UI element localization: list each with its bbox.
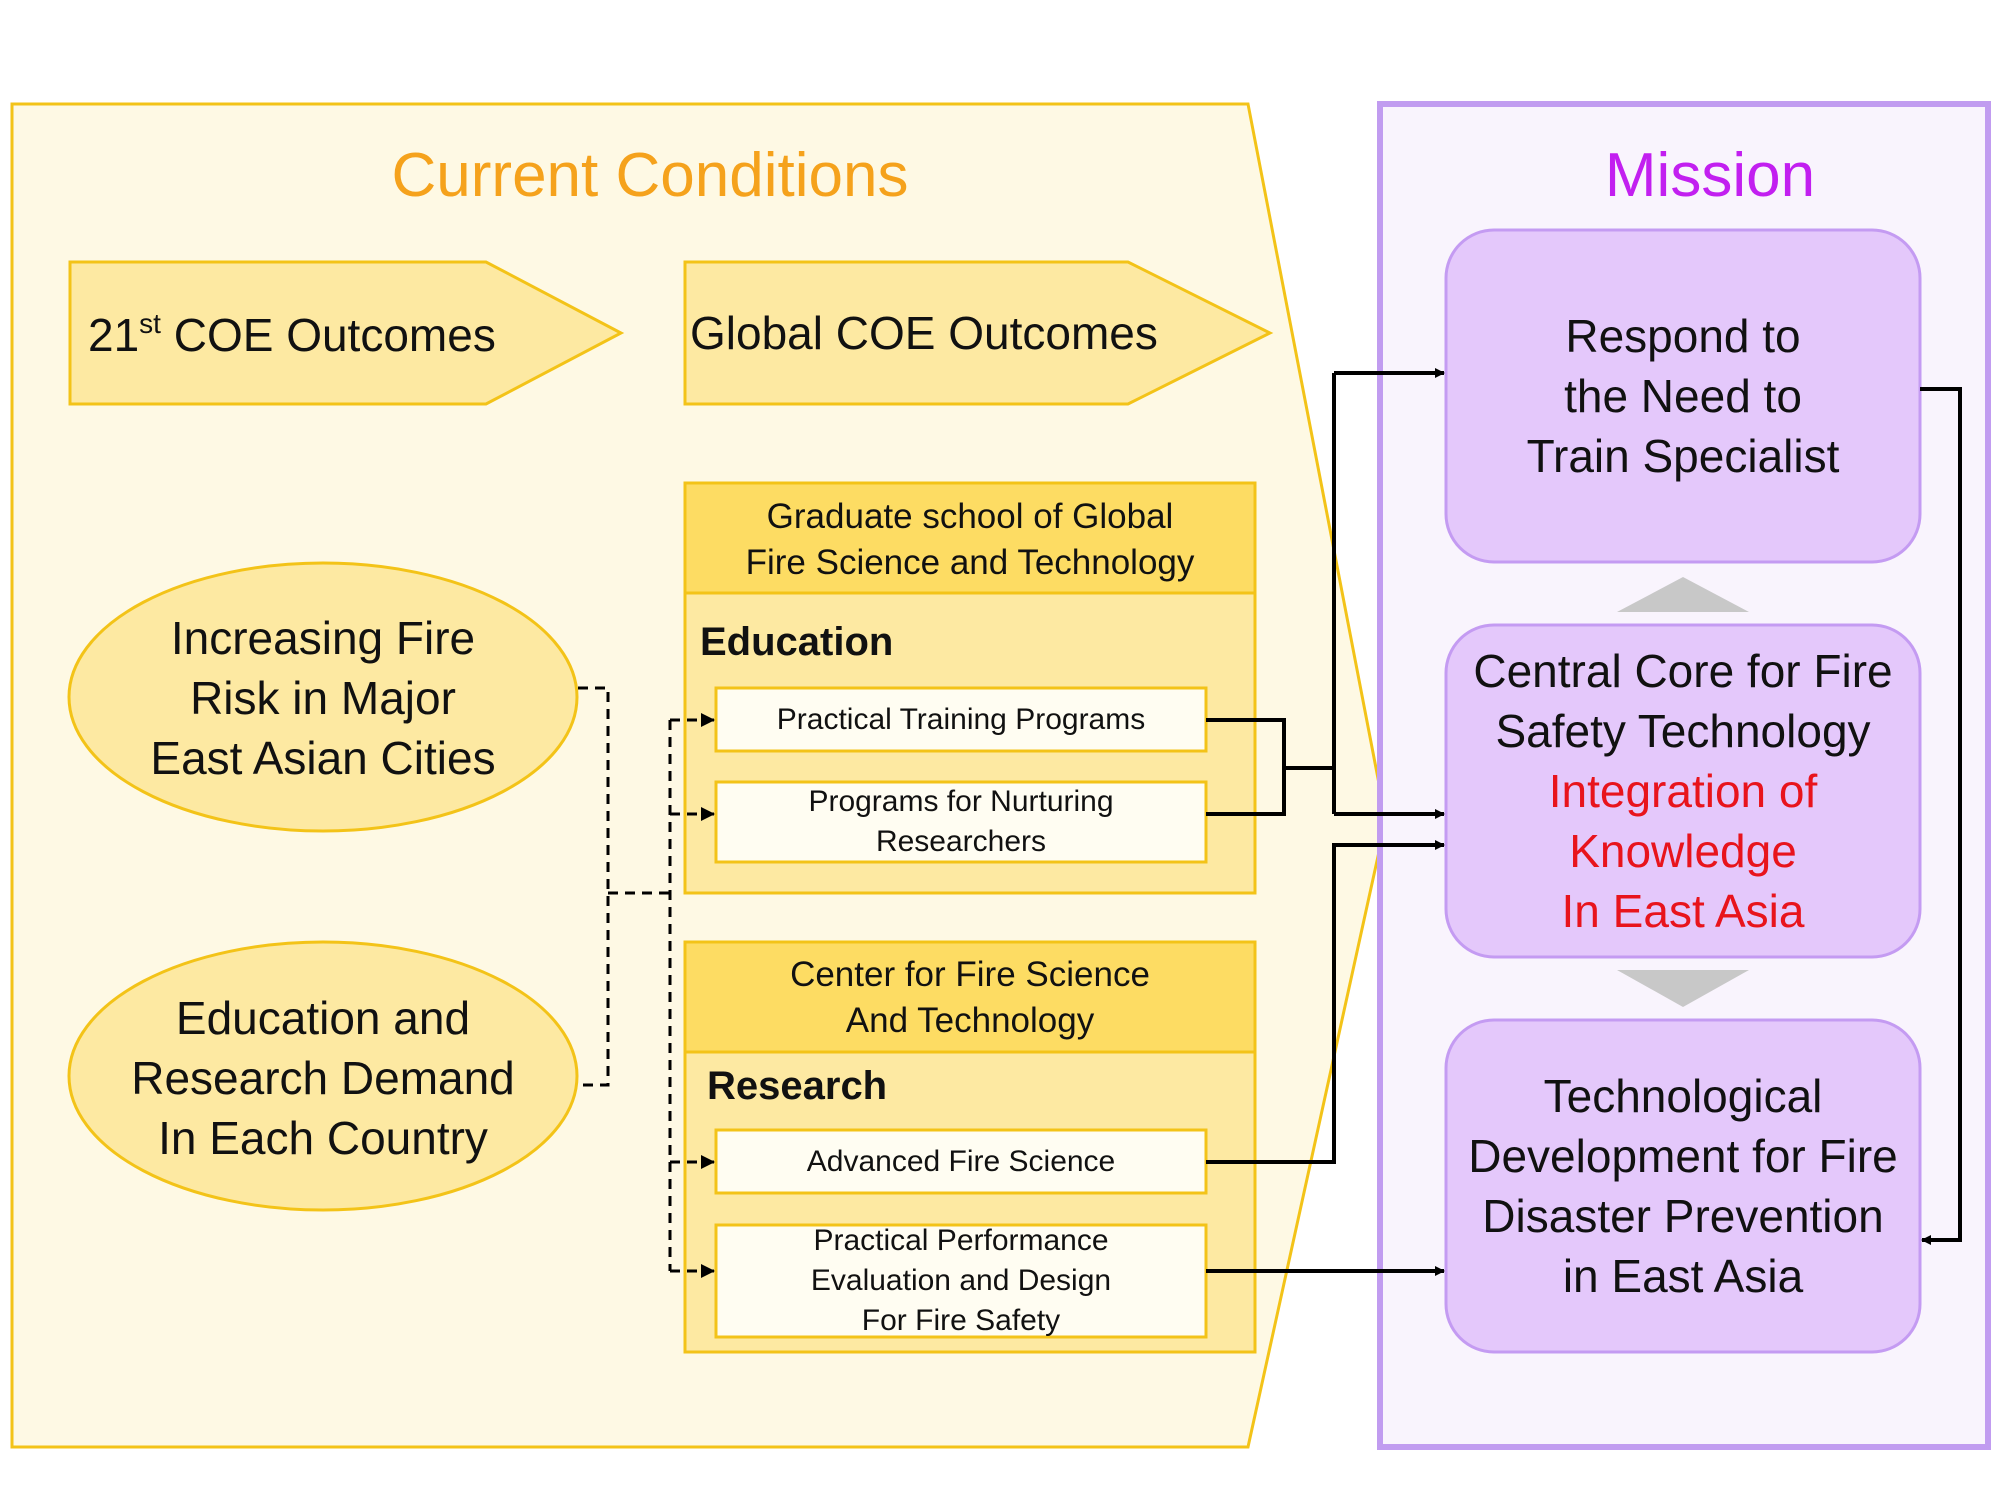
mission-box-technological-development (1444, 1018, 1922, 1354)
program-box-advanced-fire-science (714, 1128, 1208, 1195)
driver-text-1: Increasing Fire Risk in Major East Asian… (150, 612, 496, 784)
mission-highlight-line: Integration of (1548, 765, 1818, 817)
outcome-global-shape (683, 260, 1274, 406)
outcome-global-label: Global COE Outcomes (690, 307, 1158, 359)
program-advanced-fire-science: Advanced Fire Science (806, 1144, 1116, 1178)
program-performance-evaluation: Practical Performance Evaluation and Des… (810, 1224, 1112, 1337)
program-nurturing-researchers: Programs for Nurturing Researchers (808, 785, 1114, 858)
driver-ellipse-1 (67, 561, 579, 833)
center-header: Center for Fire Science And Technology (790, 955, 1150, 1040)
research-section-title: Research (707, 1064, 888, 1108)
solid-connectors (1206, 368, 1962, 1276)
mission-box-train-specialist (1444, 228, 1922, 564)
program-box-nurturing-researchers (714, 780, 1208, 864)
mission-box-central-core (1444, 623, 1922, 959)
graduate-school-header-bg (683, 481, 1257, 595)
triangle-up-icon (1617, 577, 1749, 612)
driver-ellipse-2 (67, 940, 579, 1212)
triangle-down-icon (1617, 970, 1749, 1007)
mission-highlight-line: Knowledge (1569, 825, 1797, 877)
outcome-21st-label: 21st COE Outcomes (88, 308, 496, 361)
current-conditions-title: Current Conditions (391, 141, 909, 210)
education-section-title: Education (700, 620, 894, 664)
outcome-21st-shape (68, 260, 625, 406)
driver-text-2: Education and Research Demand In Each Co… (131, 992, 515, 1164)
mission-text-central-core: Central Core for Fire Safety Technology … (1446, 625, 1920, 957)
mission-title: Mission (1604, 141, 1816, 210)
graduate-school-header: Graduate school of Global Fire Science a… (745, 497, 1195, 582)
center-header-bg (683, 940, 1257, 1054)
mission-text-train-specialist: Respond to the Need to Train Specialist (1526, 310, 1840, 482)
dashed-connectors (578, 686, 715, 1278)
mission-highlight-line: In East Asia (1561, 885, 1805, 937)
program-practical-training: Practical Training Programs (776, 702, 1146, 736)
program-box-performance-evaluation (714, 1223, 1208, 1339)
mission-text-technological-development: Technological Development for Fire Disas… (1468, 1070, 1898, 1302)
